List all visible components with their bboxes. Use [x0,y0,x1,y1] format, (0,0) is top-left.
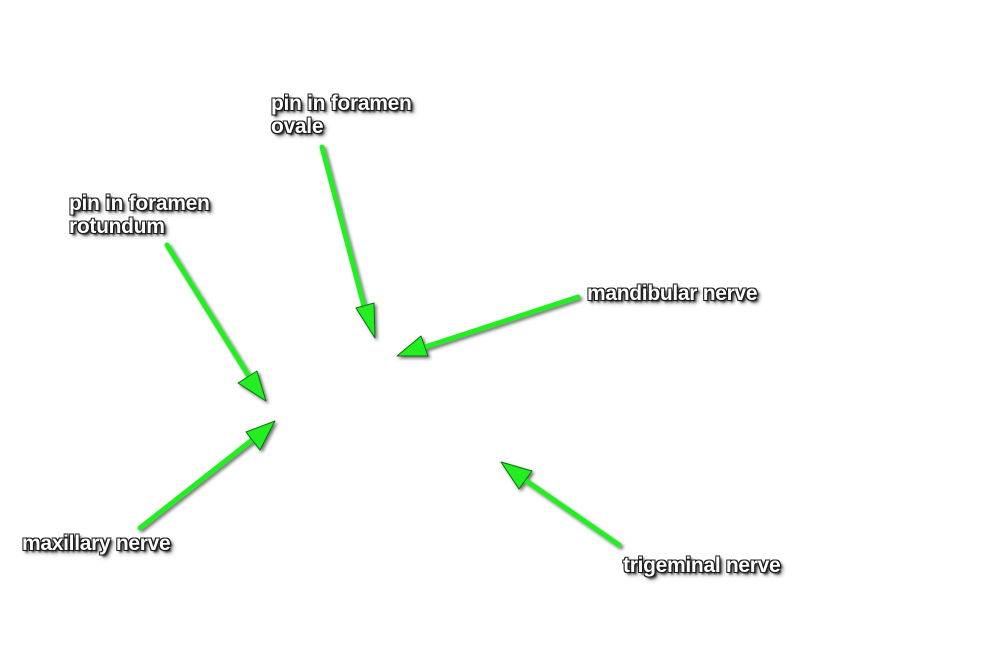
label-pin-in-foramen-ovale: pin in foramen ovale [271,92,412,138]
label-rotundum-line1: pin in foramen [69,192,210,215]
label-maxillary-line1: maxillary nerve [22,532,171,555]
arrow-maxillary [137,420,276,531]
label-mandibular-line1: mandibular nerve [587,282,758,305]
arrow-mandibular [396,294,581,357]
label-trigeminal-line1: trigeminal nerve [623,554,781,577]
label-rotundum-line2: rotundum [69,215,165,238]
arrow-rotundum [164,242,267,402]
label-ovale-line1: pin in foramen [271,92,412,115]
arrow-ovale [319,144,376,339]
arrow-trigeminal [500,461,622,548]
label-pin-in-foramen-rotundum: pin in foramen rotundum [69,192,210,238]
label-mandibular-nerve: mandibular nerve [587,282,758,305]
label-maxillary-nerve: maxillary nerve [22,532,171,555]
label-ovale-line2: ovale [271,115,324,138]
label-trigeminal-nerve: trigeminal nerve [623,554,781,577]
